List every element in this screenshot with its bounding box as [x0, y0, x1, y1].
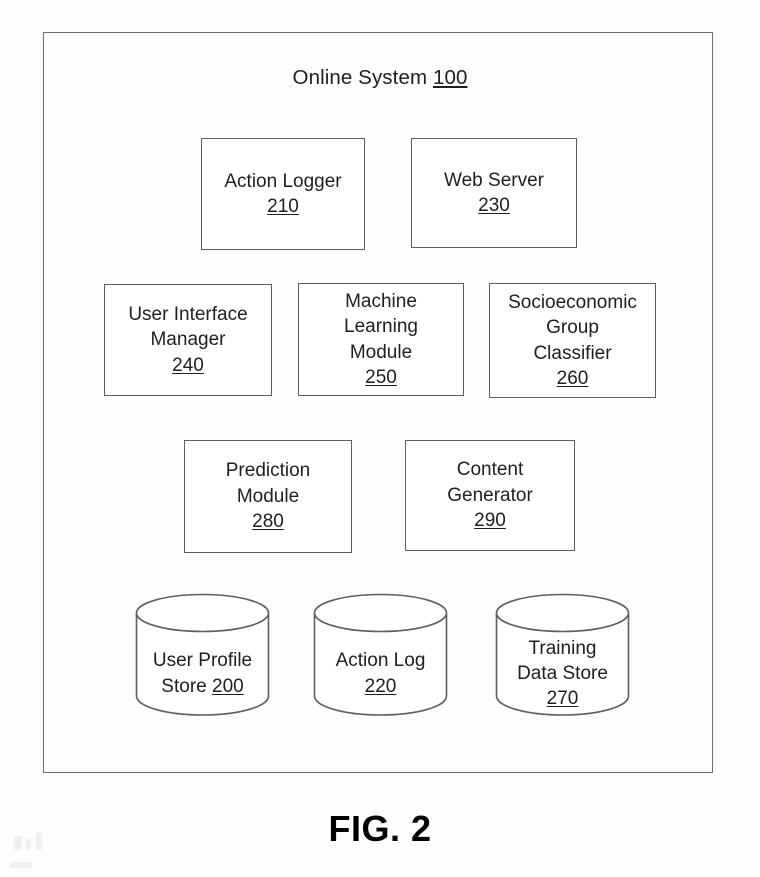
system-title-reference-numeral: 100: [432, 66, 468, 89]
reference-numeral-200: 200: [212, 675, 244, 697]
component-box-prediction-module[interactable]: Prediction Module 280: [184, 440, 352, 553]
component-box-user-interface-manager[interactable]: User Interface Manager 240: [104, 284, 272, 396]
component-box-machine-learning-module[interactable]: Machine Learning Module 250: [298, 283, 464, 396]
component-box-content-generator[interactable]: Content Generator 290: [405, 440, 575, 551]
data-store-line2-270: Data Store: [517, 662, 608, 684]
reference-numeral-220: 220: [364, 675, 397, 697]
component-box-web-server[interactable]: Web Server 230: [411, 138, 577, 248]
data-store-line1-270: Training: [528, 637, 597, 659]
system-title: Online System 100: [0, 66, 760, 90]
data-store-line2-200: Store 200: [161, 674, 243, 699]
data-store-label-action-log: Action Log 220: [313, 631, 448, 716]
reference-numeral-240: 240: [172, 354, 204, 376]
component-label-content-generator: Content Generator: [447, 459, 533, 506]
component-box-socioeconomic-group-classifier[interactable]: Socioeconomic Group Classifier 260: [489, 283, 656, 398]
component-label-action-logger: Action Logger: [224, 170, 342, 192]
reference-numeral-230: 230: [478, 195, 510, 216]
data-store-training-data-store[interactable]: Training Data Store 270: [495, 593, 630, 716]
database-cylinder-icon: [135, 593, 270, 716]
data-store-line2-text-200: Store: [161, 675, 212, 697]
reference-numeral-280: 280: [252, 511, 284, 533]
system-title-text: Online System: [292, 66, 433, 89]
data-store-line1-220: Action Log: [335, 650, 426, 672]
reference-numeral-290: 290: [474, 510, 506, 532]
component-label-web-server: Web Server: [444, 169, 544, 191]
database-cylinder-icon: [313, 593, 448, 716]
reference-numeral-270: 270: [546, 688, 579, 710]
component-label-user-interface-manager: User Interface Manager: [128, 303, 248, 351]
reference-numeral-250: 250: [365, 366, 397, 388]
component-label-machine-learning-module: Machine Learning Module: [344, 290, 418, 363]
reference-numeral-260: 260: [556, 367, 589, 389]
figure-caption: FIG. 2: [328, 808, 432, 849]
component-label-socioeconomic-group-classifier: Socioeconomic Group Classifier: [508, 291, 637, 364]
data-store-label-training-data-store: Training Data Store 270: [495, 631, 630, 716]
data-store-user-profile-store[interactable]: User Profile Store 200: [135, 593, 270, 716]
reference-numeral-210: 210: [267, 196, 299, 217]
data-store-action-log[interactable]: Action Log 220: [313, 593, 448, 716]
database-cylinder-icon: [495, 593, 630, 716]
data-store-label-user-profile-store: User Profile Store 200: [135, 631, 270, 716]
component-box-action-logger[interactable]: Action Logger 210: [201, 138, 365, 250]
online-system-frame: [43, 32, 713, 773]
data-store-line1-200: User Profile: [152, 650, 253, 672]
component-label-prediction-module: Prediction Module: [225, 460, 311, 507]
